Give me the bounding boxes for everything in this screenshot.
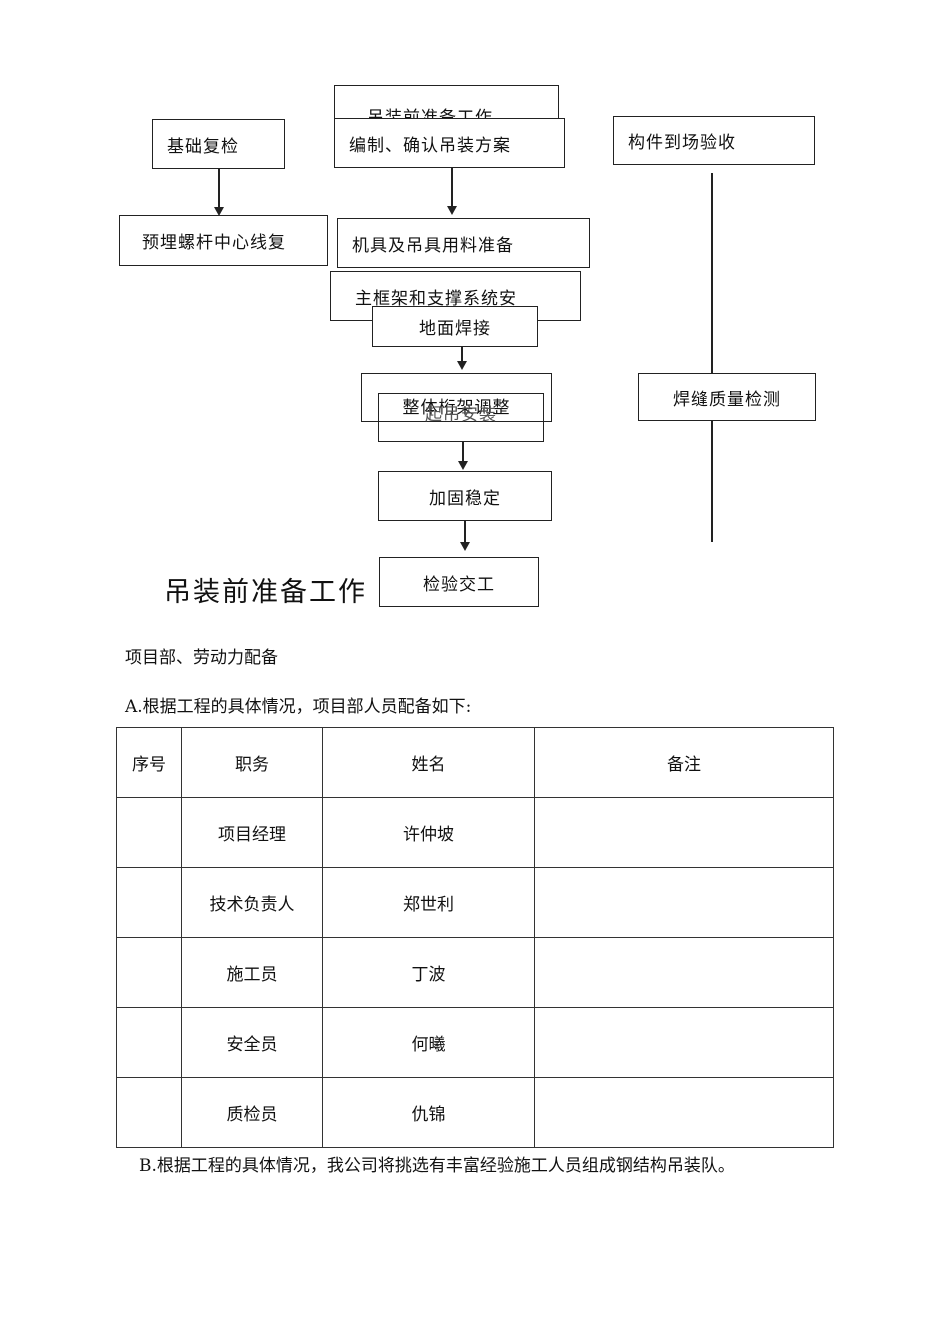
cell-note (534, 867, 834, 938)
flow-box-truss-adjust: 整体桁架调整 (361, 373, 552, 422)
table-row: 施工员 丁波 (116, 937, 834, 1008)
cell-no (116, 867, 182, 938)
cell-no (116, 1007, 182, 1078)
section-title: 吊装前准备工作 (164, 577, 367, 608)
cell-role: 技术负责人 (181, 867, 323, 938)
flow-label-frame-install: 主框架和支撑系统安 (355, 288, 517, 309)
flow-label-component-acceptance: 构件到场验收 (628, 133, 736, 153)
flow-box-foundation-check: 基础复检 (152, 119, 285, 169)
cell-note (534, 797, 834, 868)
flow-line-right-column-lower (711, 421, 713, 542)
flow-box-lift-install: 起吊安装 (378, 393, 544, 442)
paragraph-a: A.根据工程的具体情况，项目部人员配备如下: (125, 697, 472, 717)
header-note: 备注 (534, 727, 834, 798)
flow-line-weld (461, 347, 463, 363)
paragraph-b: B.根据工程的具体情况，我公司将挑选有丰富经验施工人员组成钢结构吊装队。 (139, 1156, 735, 1176)
cell-note (534, 1077, 834, 1148)
header-no: 序号 (116, 727, 182, 798)
table-header-row: 序号 职务 姓名 备注 (116, 727, 834, 798)
flow-box-component-acceptance: 构件到场验收 (613, 116, 815, 165)
flow-arrow-plan (447, 206, 457, 215)
cell-no (116, 937, 182, 1008)
flow-label-bolt-recheck: 预埋螺杆中心线复 (142, 233, 286, 253)
flow-line-plan (451, 168, 453, 208)
flow-arrow-reinforce (460, 542, 470, 551)
cell-role: 质检员 (181, 1077, 323, 1148)
table-row: 项目经理 许仲坡 (116, 797, 834, 868)
flow-line-lift (462, 442, 464, 463)
table-row: 技术负责人 郑世利 (116, 867, 834, 938)
cell-name: 仇锦 (322, 1077, 535, 1148)
flow-box-reinforce: 加固稳定 (378, 471, 552, 521)
flow-box-compile-plan: 编制、确认吊装方案 (334, 118, 565, 168)
flow-label-inspect-handover: 检验交工 (423, 574, 495, 595)
flow-arrow-foundation (214, 207, 224, 216)
flow-box-ground-weld: 地面焊接 (372, 306, 538, 347)
cell-name: 郑世利 (322, 867, 535, 938)
cell-role: 项目经理 (181, 797, 323, 868)
cell-name: 丁波 (322, 937, 535, 1008)
flow-arrow-weld (457, 361, 467, 370)
flow-label-weld-quality: 焊缝质量检测 (673, 389, 781, 410)
flow-label-reinforce: 加固稳定 (429, 488, 501, 509)
cell-role: 安全员 (181, 1007, 323, 1078)
table-row: 质检员 仇锦 (116, 1077, 834, 1148)
cell-name: 何曦 (322, 1007, 535, 1078)
flow-box-weld-quality: 焊缝质量检测 (638, 373, 816, 421)
cell-no (116, 797, 182, 868)
cell-note (534, 937, 834, 1008)
flow-box-bolt-recheck: 预埋螺杆中心线复 (119, 215, 328, 266)
flow-label-equipment-prep: 机具及吊具用料准备 (352, 235, 514, 256)
flow-box-inspect-handover: 检验交工 (379, 557, 539, 607)
cell-note (534, 1007, 834, 1078)
cell-no (116, 1077, 182, 1148)
cell-role: 施工员 (181, 937, 323, 1008)
header-role: 职务 (181, 727, 323, 798)
flow-label-compile-plan: 编制、确认吊装方案 (349, 135, 511, 156)
flow-line-foundation (218, 169, 220, 209)
flow-line-reinforce (464, 521, 466, 544)
staff-table: 序号 职务 姓名 备注 项目经理 许仲坡 技术负责人 郑世利 施工员 丁波 安全… (116, 727, 834, 1148)
header-name: 姓名 (322, 727, 535, 798)
cell-name: 许仲坡 (322, 797, 535, 868)
flow-label-lift-install: 起吊安装 (425, 405, 497, 425)
table-row: 安全员 何曦 (116, 1007, 834, 1078)
flow-label-ground-weld: 地面焊接 (419, 319, 491, 339)
heading-staffing: 项目部、劳动力配备 (125, 648, 278, 668)
flow-line-right-column (711, 173, 713, 373)
flow-arrow-lift (458, 461, 468, 470)
flow-label-truss-adjust: 整体桁架调整 (402, 398, 511, 418)
flow-label-foundation-check: 基础复检 (167, 136, 239, 157)
flow-box-equipment-prep: 机具及吊具用料准备 (337, 218, 590, 268)
